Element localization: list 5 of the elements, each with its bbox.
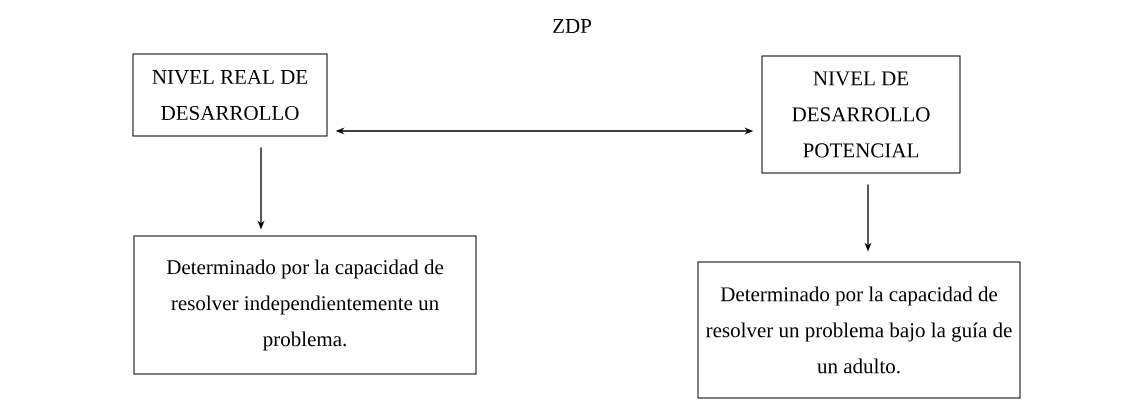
- text-box: Determinado por la capacidad de resolver independientemente un problema.: [133, 235, 477, 375]
- text-box: NIVEL REAL DE DESARROLLO: [132, 53, 328, 137]
- text-box: Determinado por la capacidad de resolver un problema bajo la guía de un adulto.: [697, 261, 1021, 399]
- edge-label: ZDP: [553, 19, 591, 33]
- text-box: NIVEL DE DESARROLLO POTENCIAL: [761, 55, 961, 174]
